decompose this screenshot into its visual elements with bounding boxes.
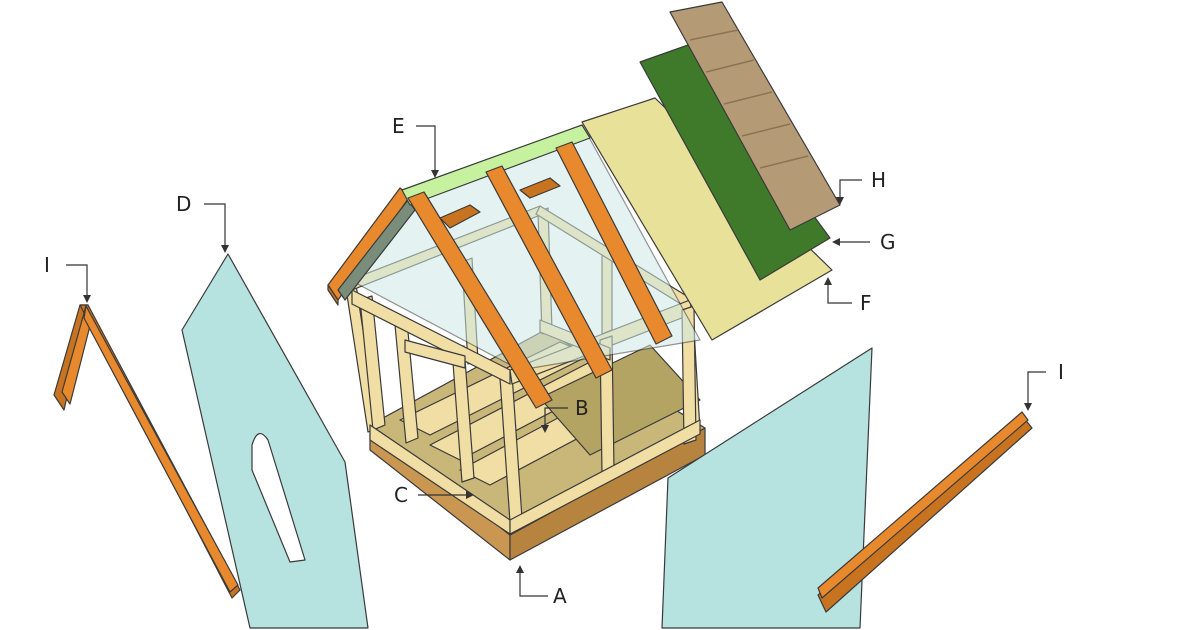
left-gable-trim bbox=[53, 304, 241, 599]
label-h: H bbox=[871, 168, 886, 192]
label-e: E bbox=[392, 114, 405, 138]
ridge-board bbox=[401, 124, 591, 206]
label-i-left: I bbox=[44, 253, 50, 277]
label-b: B bbox=[575, 396, 589, 420]
label-a: A bbox=[553, 584, 567, 608]
leader-lines bbox=[66, 125, 1046, 597]
left-siding-panel bbox=[181, 253, 369, 629]
label-i-right: I bbox=[1058, 360, 1064, 384]
label-f: F bbox=[860, 291, 872, 315]
label-c: C bbox=[394, 483, 408, 507]
right-siding-panel bbox=[661, 347, 873, 629]
label-g: G bbox=[880, 230, 896, 254]
rafters bbox=[407, 141, 673, 409]
roof-sheathing bbox=[581, 97, 833, 341]
label-d: D bbox=[176, 192, 191, 216]
roofing-felt bbox=[639, 44, 831, 281]
right-gable-trim bbox=[817, 411, 1033, 613]
